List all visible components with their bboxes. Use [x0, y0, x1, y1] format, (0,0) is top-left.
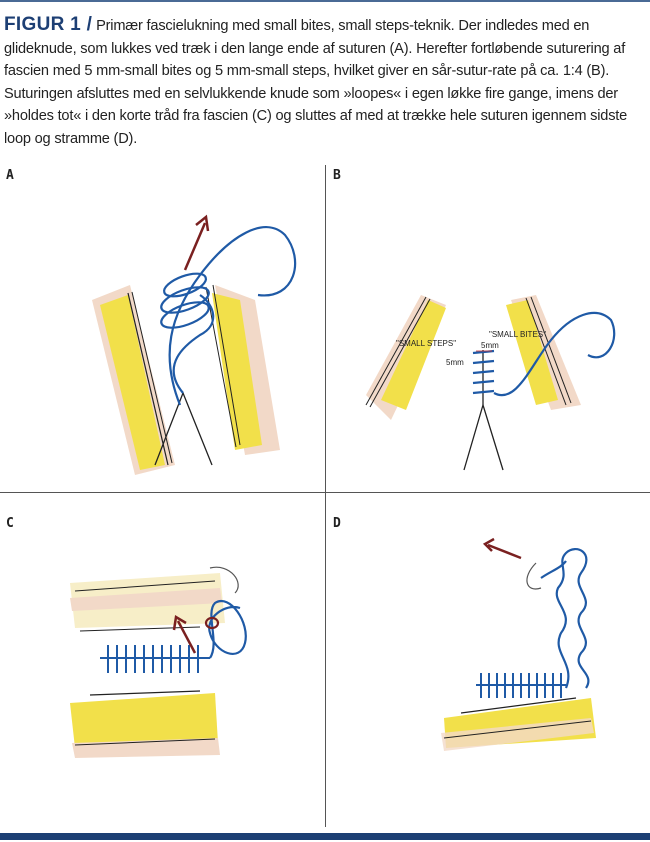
- panel-c-label: C: [6, 516, 14, 531]
- panel-b-illustration: "SMALL STEPS" "SMALL BITES" 5mm 5mm: [365, 295, 616, 471]
- caption-text: Primær fascielukning med small bites, sm…: [4, 18, 628, 147]
- panel-d-label: D: [333, 516, 341, 531]
- small-steps-label: "SMALL STEPS": [396, 339, 456, 348]
- step-mm-label: 5mm: [446, 358, 464, 367]
- bite-mm-label: 5mm: [481, 341, 499, 350]
- figure-caption: FIGUR 1 / Primær fascielukning med small…: [4, 14, 648, 151]
- bottom-rule: [0, 833, 650, 840]
- small-bites-label: "SMALL BITES": [489, 330, 546, 339]
- figure-label: FIGUR 1 /: [4, 14, 93, 35]
- panel-b-label: B: [333, 168, 341, 183]
- panel-divider-horizontal: [0, 492, 650, 493]
- panel-c-illustration: [70, 566, 247, 758]
- panel-a-illustration: [92, 214, 297, 475]
- panel-divider-vertical: [325, 165, 326, 827]
- top-rule: [0, 0, 650, 2]
- panel-a-label: A: [6, 168, 14, 183]
- panel-d-illustration: [441, 537, 596, 751]
